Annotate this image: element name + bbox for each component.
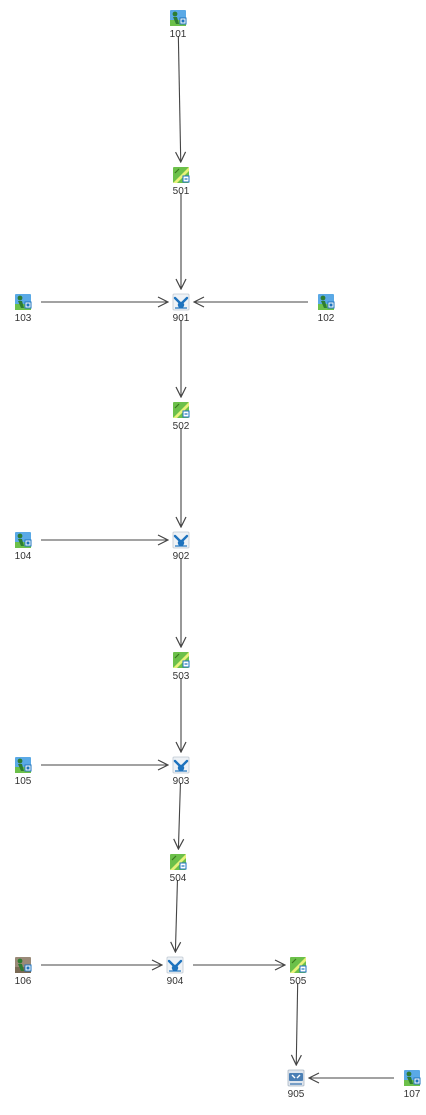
node-label-101: 101: [169, 29, 187, 40]
node-902-junction-icon[interactable]: [172, 531, 190, 549]
node-label-903: 903: [172, 776, 190, 787]
node-903-junction-icon[interactable]: [172, 756, 190, 774]
node-label-106: 106: [14, 976, 32, 987]
node-901-junction-icon[interactable]: [172, 293, 190, 311]
node-label-504: 504: [169, 873, 187, 884]
node-label-503: 503: [172, 671, 190, 682]
edge-101-to-501: [178, 35, 180, 162]
edge-903-to-504: [178, 782, 180, 849]
node-label-901: 901: [172, 313, 190, 324]
node-label-105: 105: [14, 776, 32, 787]
node-label-905: 905: [287, 1089, 305, 1100]
node-503-process-icon[interactable]: [173, 652, 190, 668]
node-label-107: 107: [403, 1089, 421, 1100]
node-103-source-icon[interactable]: [15, 294, 32, 310]
node-label-102: 102: [317, 313, 335, 324]
edge-505-to-905: [296, 982, 297, 1065]
node-label-505: 505: [289, 976, 307, 987]
node-104-source-icon[interactable]: [15, 532, 32, 548]
node-505-process-icon[interactable]: [290, 957, 307, 973]
node-504-process-icon[interactable]: [170, 854, 187, 870]
node-106-source-alt-icon[interactable]: [15, 957, 32, 973]
node-label-501: 501: [172, 186, 190, 197]
node-105-source-icon[interactable]: [15, 757, 32, 773]
nodes-layer: [15, 10, 421, 1087]
node-501-process-icon[interactable]: [173, 167, 190, 183]
edge-504-to-904: [175, 879, 177, 952]
node-label-502: 502: [172, 421, 190, 432]
edges-layer: [41, 35, 394, 1078]
node-904-junction-icon[interactable]: [166, 956, 184, 974]
node-502-process-icon[interactable]: [173, 402, 190, 418]
node-905-outlet-icon[interactable]: [287, 1069, 305, 1087]
node-101-source-icon[interactable]: [170, 10, 187, 26]
node-label-902: 902: [172, 551, 190, 562]
node-label-104: 104: [14, 551, 32, 562]
node-107-source-icon[interactable]: [404, 1070, 421, 1086]
node-label-103: 103: [14, 313, 32, 324]
node-label-904: 904: [166, 976, 184, 987]
node-102-source-icon[interactable]: [318, 294, 335, 310]
